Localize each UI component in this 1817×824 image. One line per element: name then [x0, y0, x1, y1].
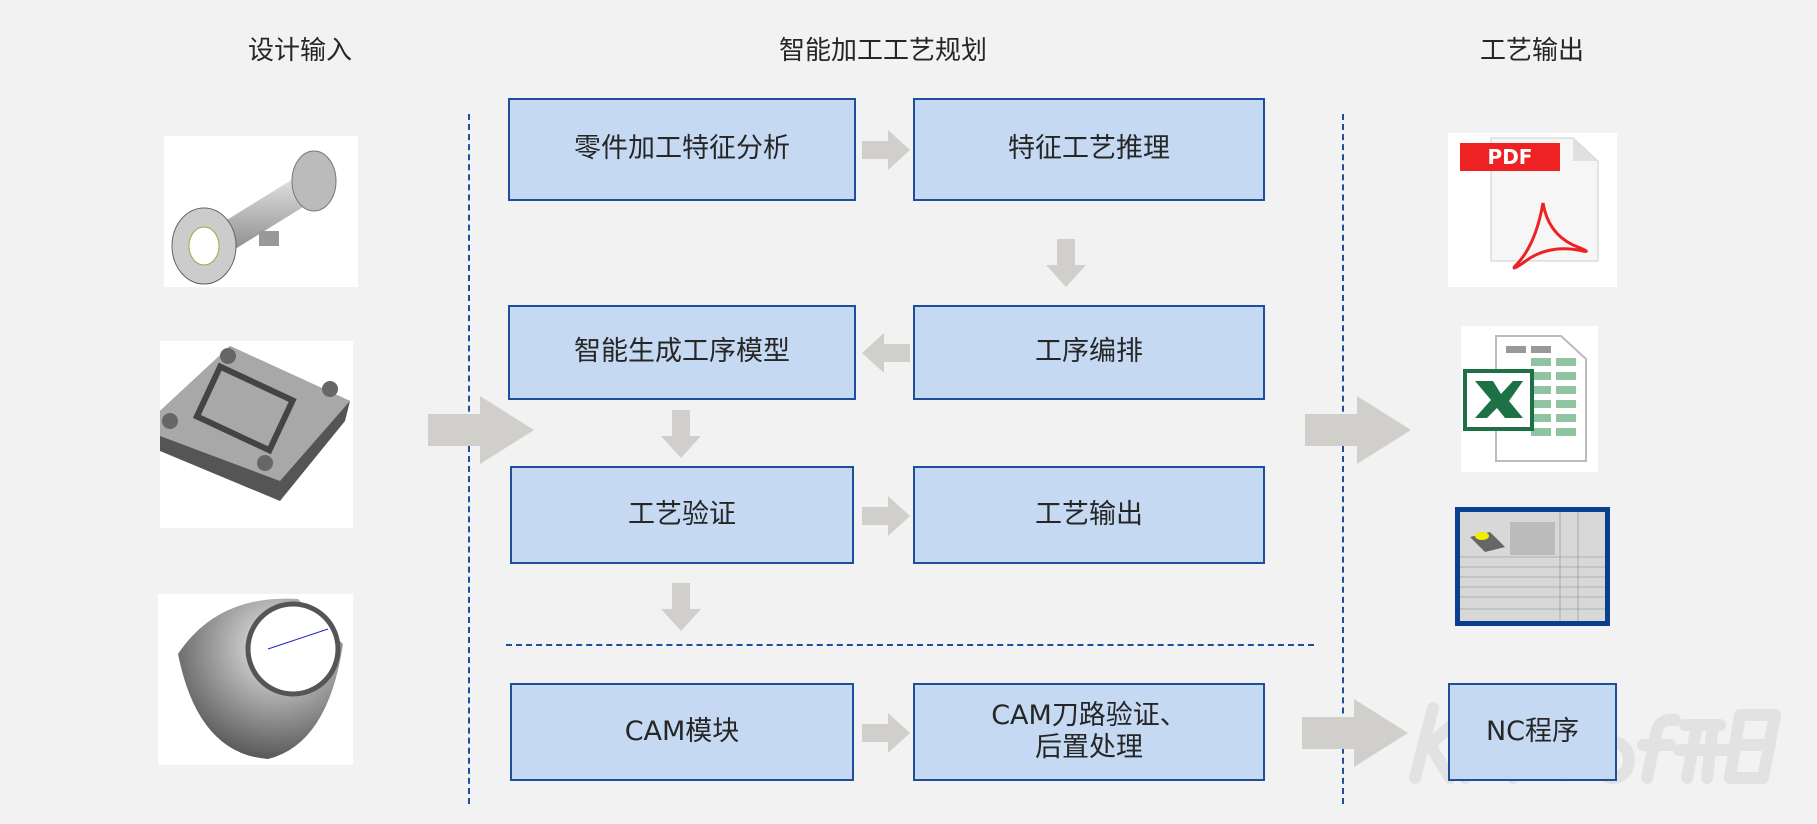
arrow-right-1	[862, 130, 910, 170]
planning-to-output-arrow	[1305, 396, 1411, 464]
column-title-input: 设计输入	[247, 36, 352, 66]
process-box-operation-model: 智能生成工序模型	[508, 305, 856, 400]
divider-left	[468, 114, 470, 804]
arrow-down-2	[661, 410, 701, 458]
divider-right	[1342, 114, 1344, 804]
casing-part-model	[158, 594, 353, 765]
arrow-down-3	[661, 583, 701, 631]
column-title-output: 工艺输出	[1479, 36, 1584, 66]
process-box-cam-toolpath: CAM刀路验证、 后置处理	[913, 683, 1265, 781]
excel-file-icon	[1461, 326, 1598, 472]
arrow-down-1	[1046, 239, 1086, 287]
pipe-part-model	[164, 136, 358, 287]
pdf-file-icon: PDF	[1448, 133, 1617, 287]
process-box-cam-module: CAM模块	[510, 683, 854, 781]
arrow-right-3	[862, 713, 910, 753]
arrow-left-1	[862, 333, 910, 373]
pdf-label: PDF	[1487, 145, 1533, 169]
process-card-thumbnail	[1455, 507, 1610, 626]
mold-plate-model	[160, 341, 353, 528]
column-title-planning: 智能加工工艺规划	[778, 36, 987, 66]
cam-to-nc-arrow	[1302, 699, 1408, 767]
input-to-planning-arrow	[428, 396, 534, 464]
arrow-right-2	[862, 496, 910, 536]
process-box-verification: 工艺验证	[510, 466, 854, 564]
process-box-sequencing: 工序编排	[913, 305, 1265, 400]
nc-program-box: NC程序	[1448, 683, 1617, 781]
process-box-feature-analysis: 零件加工特征分析	[508, 98, 856, 201]
process-box-feature-reasoning: 特征工艺推理	[913, 98, 1265, 201]
process-box-process-output: 工艺输出	[913, 466, 1265, 564]
divider-cam	[506, 644, 1314, 646]
